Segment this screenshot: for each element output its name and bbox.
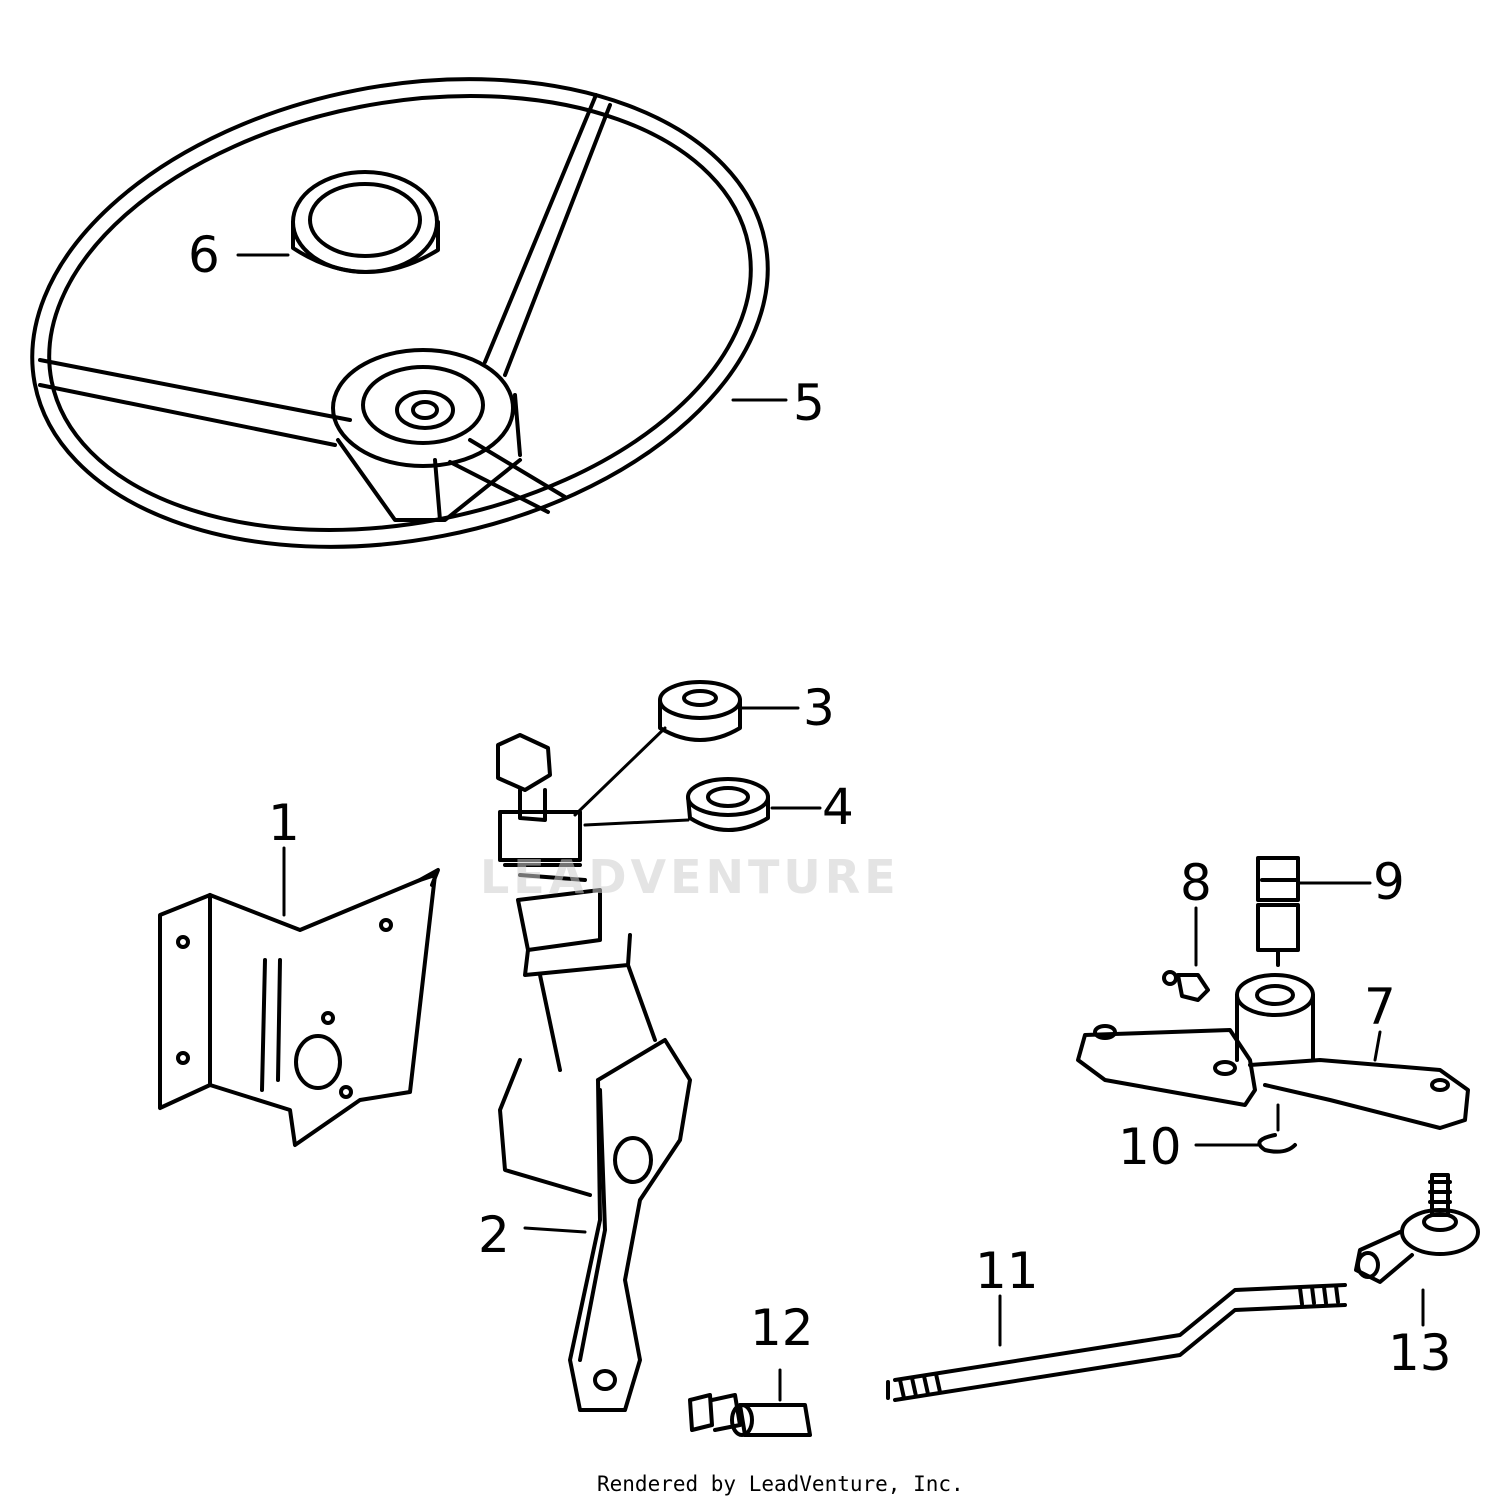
e-clip-part [1257,1133,1297,1154]
horn-cap-part [291,170,440,274]
tie-rod-part [886,1283,1347,1402]
grommet-4-part [686,777,770,832]
callout-11: 11 [975,1242,1039,1300]
leader-lines [236,253,1425,1402]
steering-wheel-part [30,77,770,549]
callout-10: 10 [1118,1118,1182,1176]
callout-1: 1 [268,794,300,852]
callout-8: 8 [1180,854,1212,912]
ball-joint-part [1354,1173,1480,1284]
callout-2: 2 [478,1206,510,1264]
callout-9: 9 [1373,853,1405,911]
bolt-pin-part [688,1393,812,1437]
callout-5: 5 [793,374,825,432]
callout-3: 3 [803,679,835,737]
grease-fitting-part [1162,970,1210,1002]
callout-12: 12 [750,1299,814,1357]
callout-4: 4 [822,778,854,836]
pin-9-part [1256,856,1300,967]
steering-arm-part [1076,973,1470,1130]
bracket-plate-part [158,868,440,1147]
watermark: LEADVENTURE [480,850,900,904]
rendered-by-footer: Rendered by LeadVenture, Inc. [597,1472,964,1496]
callout-7: 7 [1364,978,1396,1036]
callout-13: 13 [1388,1324,1452,1382]
bushing-3-part [658,680,742,742]
steering-shaft-part [496,733,692,1412]
callout-6: 6 [188,226,220,284]
